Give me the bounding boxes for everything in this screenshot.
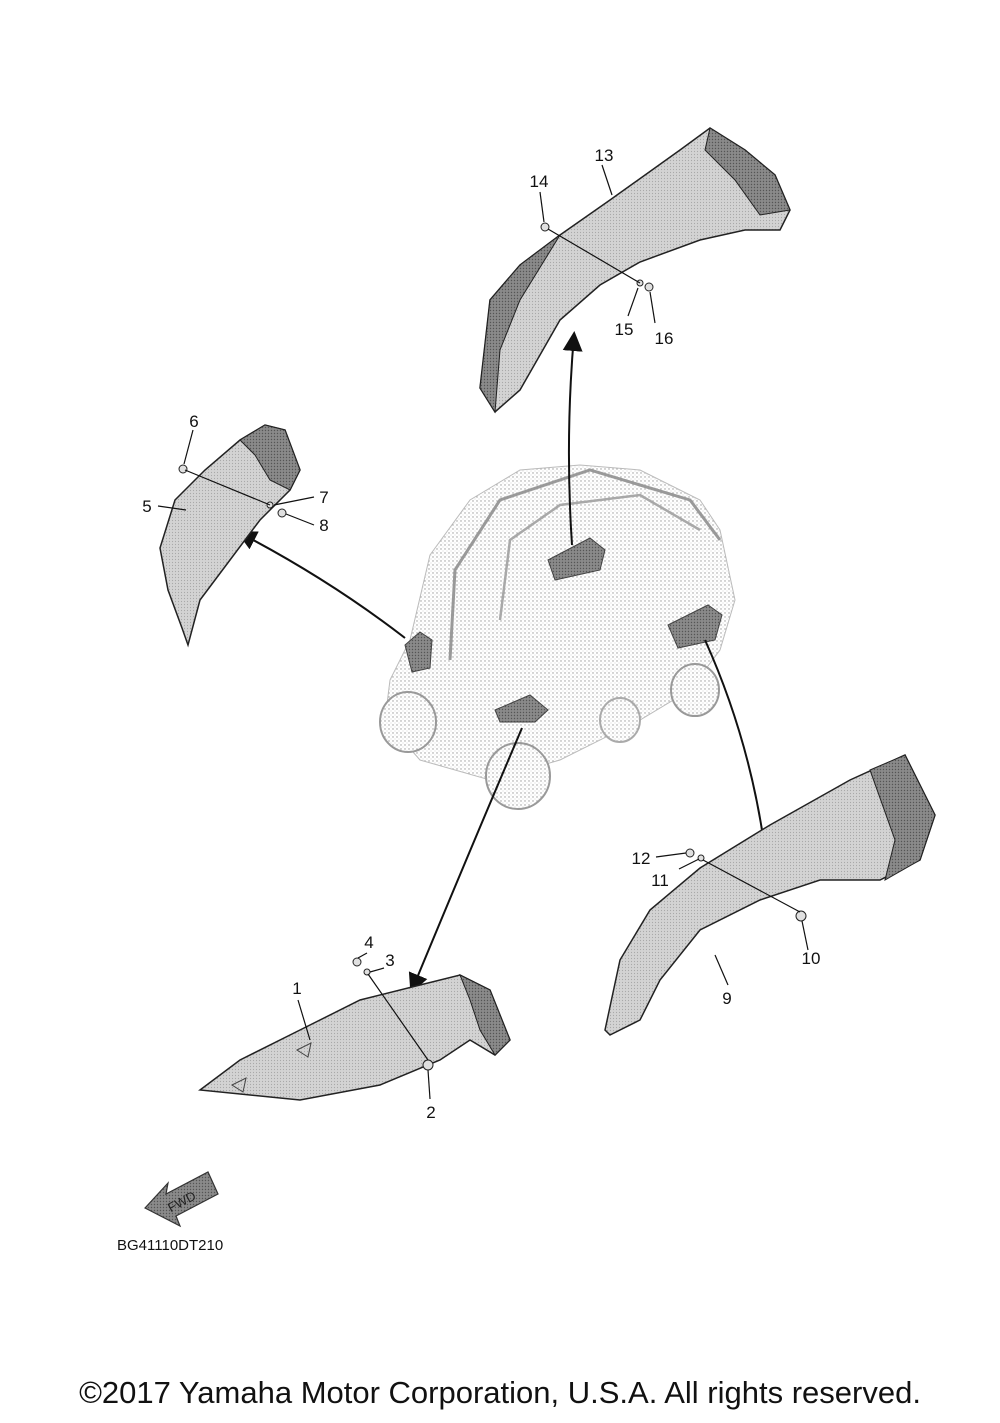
fastener-12 [685,848,695,858]
assembly-lines [184,228,801,1061]
fender-part-9 [604,754,936,1036]
fastener-14 [540,222,550,232]
callout-11: 11 [651,871,669,890]
fastener-3 [363,968,371,976]
arrow-to-part-5 [236,531,406,639]
callout-16: 16 [655,329,674,348]
callout-2: 2 [426,1103,435,1122]
callout-15: 15 [615,320,634,339]
fastener-16 [644,282,654,292]
diagram-code: BG41110DT210 [117,1237,223,1254]
copyright-notice: ©2017 Yamaha Motor Corporation, U.S.A. A… [79,1375,921,1410]
fastener-6 [178,464,188,474]
callout-1: 1 [292,979,301,998]
vehicle-illustration [379,464,736,810]
fastener-8 [277,508,287,518]
fastener-11 [697,854,705,862]
callout-7: 7 [319,488,328,507]
fender-part-1 [198,973,511,1101]
fwd-arrow-icon: FWD [144,1171,219,1228]
fasteners [178,222,807,1071]
arrow-to-part-9 [704,639,773,854]
callout-5: 5 [142,497,151,516]
callout-9: 9 [722,989,731,1008]
callout-13: 13 [595,146,614,165]
callout-14: 14 [530,172,549,191]
fastener-10 [795,910,807,922]
fender-part-5 [159,424,301,648]
fastener-2 [422,1059,434,1071]
callout-leaders [157,164,809,1100]
leader-arrows [236,331,773,994]
callout-6: 6 [189,412,198,431]
callout-12: 12 [632,849,651,868]
callout-10: 10 [802,949,821,968]
fastener-4 [352,957,362,967]
callout-4: 4 [364,933,373,952]
arrow-to-part-1 [408,727,523,994]
callout-labels: 13 14 15 16 6 5 7 8 4 3 1 2 12 11 10 9 [142,146,820,1122]
arrow-to-part-13 [562,331,583,546]
callout-3: 3 [385,951,394,970]
callout-8: 8 [319,516,328,535]
fender-part-13 [479,127,791,414]
